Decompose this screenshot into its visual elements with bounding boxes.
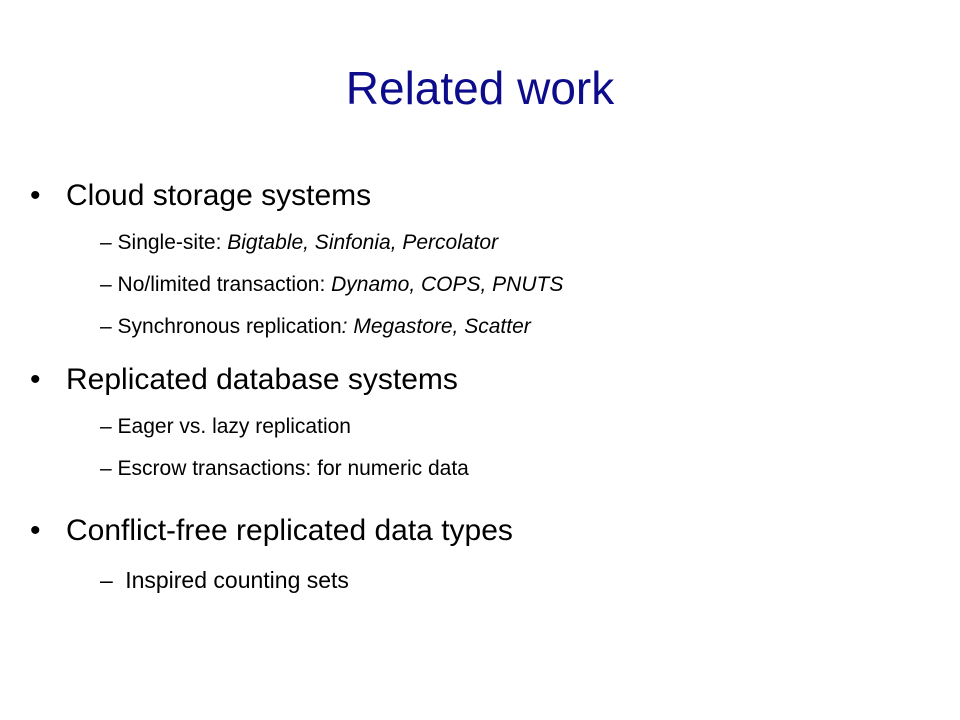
sub-item-text: Synchronous replication [117,315,342,338]
sub-item-text: Escrow transactions: for numeric data [117,457,469,480]
sub-item-text: Inspired counting sets [125,567,349,593]
sub-item: – Escrow transactions: for numeric data [100,455,469,483]
dash-icon: – [100,315,112,338]
sub-item-italic: : Megastore, Scatter [341,315,531,338]
sub-item-text: No/limited transaction: [117,273,332,296]
sub-item-text: Eager vs. lazy replication [117,415,351,438]
sub-item: – Synchronous replication: Megastore, Sc… [100,313,531,341]
sub-item: – No/limited transaction: Dynamo, COPS, … [100,271,563,299]
bullet-icon: • [30,179,41,212]
bullet-icon: • [30,363,41,396]
dash-icon: – [100,457,112,480]
sub-item-italic: Bigtable, Sinfonia, Percolator [227,231,499,254]
sub-item: – Eager vs. lazy replication [100,413,351,441]
bullet-heading: Replicated database systems [66,363,458,396]
dash-icon: – [100,567,113,593]
slide-title: Related work [345,62,615,114]
dash-icon: – [100,273,112,296]
sub-item: – Single-site: Bigtable, Sinfonia, Perco… [100,229,498,257]
sub-item-italic: Dynamo, COPS, PNUTS [331,273,564,296]
bullet-heading: Cloud storage systems [66,179,372,212]
dash-icon: – [100,231,112,254]
bullet-icon: • [30,514,41,547]
bullet-heading: Conflict-free replicated data types [66,514,513,547]
sub-item: – Inspired counting sets [100,566,349,594]
sub-item-text: Single-site: [117,231,228,254]
dash-icon: – [100,415,112,438]
